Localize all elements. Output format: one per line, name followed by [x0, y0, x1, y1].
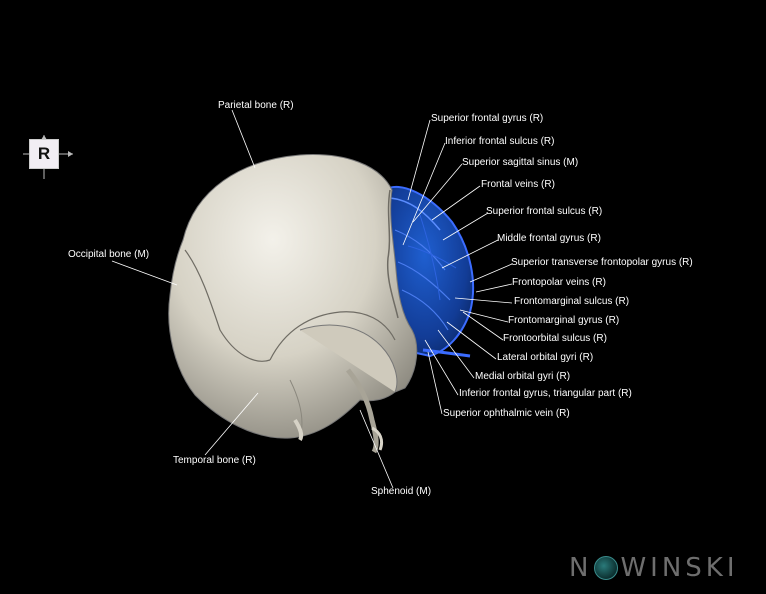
label-superior-transverse-frontopolar-gyrus: Superior transverse frontopolar gyrus (R…: [511, 257, 693, 268]
label-superior-frontal-gyrus: Superior frontal gyrus (R): [431, 113, 544, 124]
label-inferior-frontal-sulcus: Inferior frontal sulcus (R): [445, 136, 555, 147]
orientation-box: R: [29, 139, 59, 169]
orientation-marker: R: [23, 135, 73, 179]
label-middle-frontal-gyrus: Middle frontal gyrus (R): [497, 233, 601, 244]
cranium: [168, 154, 418, 454]
label-frontoorbital-sulcus: Frontoorbital sulcus (R): [503, 333, 607, 344]
logo-text-left: N: [569, 553, 593, 583]
nowinski-logo: N W INSKI: [569, 551, 739, 585]
brain-globe-icon: [594, 556, 619, 580]
label-temporal-bone: Temporal bone (R): [173, 455, 256, 466]
label-occipital-bone: Occipital bone (M): [68, 249, 150, 260]
leader-lines: [111, 109, 513, 489]
label-frontopolar-veins: Frontopolar veins (R): [512, 277, 606, 288]
logo-text-right: W: [620, 553, 651, 583]
label-sphenoid: Sphenoid (M): [371, 486, 432, 497]
orientation-letter: R: [37, 144, 51, 163]
label-superior-frontal-sulcus: Superior frontal sulcus (R): [486, 206, 603, 217]
label-parietal-bone: Parietal bone (R): [218, 100, 294, 111]
label-superior-ophthalmic-vein: Superior ophthalmic vein (R): [443, 408, 570, 419]
logo-text-tail: INSKI: [650, 553, 739, 583]
label-frontomarginal-gyrus: Frontomarginal gyrus (R): [508, 315, 620, 326]
label-medial-orbital-gyri: Medial orbital gyri (R): [475, 371, 571, 382]
label-lateral-orbital-gyri: Lateral orbital gyri (R): [497, 352, 594, 363]
label-frontomarginal-sulcus: Frontomarginal sulcus (R): [514, 296, 630, 307]
label-frontal-veins: Frontal veins (R): [481, 179, 555, 190]
label-superior-sagittal-sinus: Superior sagittal sinus (M): [462, 157, 579, 168]
label-inferior-frontal-gyrus-triangular: Inferior frontal gyrus, triangular part …: [459, 388, 632, 399]
